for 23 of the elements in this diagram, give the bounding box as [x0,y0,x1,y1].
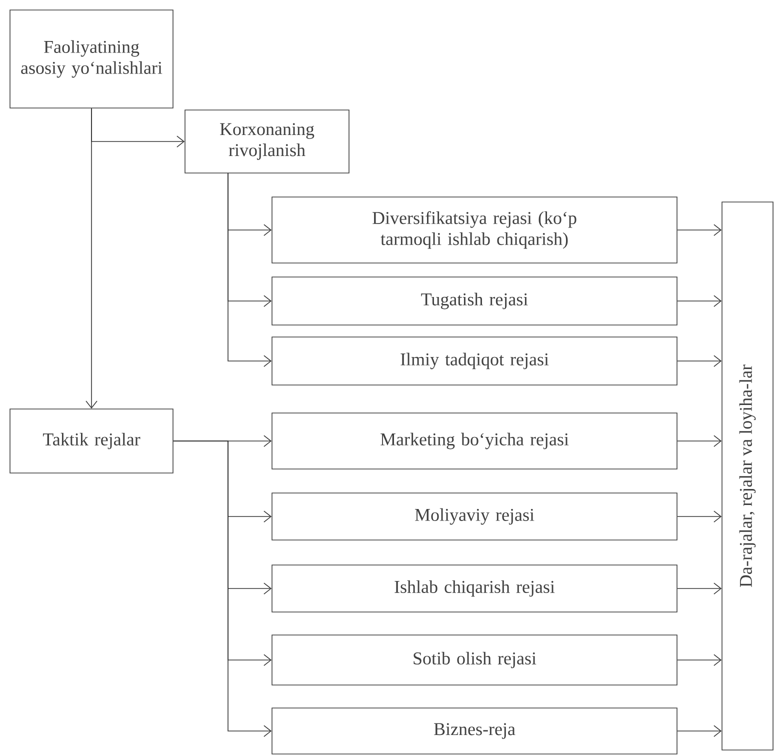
vertical-box: Da-rajalar, rejalar va loyiha-lar [722,202,774,750]
arrow [677,510,722,522]
arrow [86,108,98,409]
arrow [677,654,722,666]
arrow [677,582,722,594]
arrow [228,172,272,367]
process-box: Marketing bo‘yicha rejasi [272,412,678,470]
arrow [677,355,722,367]
process-box: Biznes-reja [272,708,678,754]
arrow [677,435,722,447]
process-box: Faoliyatining asosiy yo‘nalishlari [10,10,174,108]
arrow [677,224,722,236]
process-box: Korxonaning rivojlanish [184,110,350,174]
arrow [173,440,272,737]
process-box: Ishlab chiqarish rejasi [272,564,678,612]
process-box: Tugatish rejasi [272,276,678,326]
process-box: Sotib olish rejasi [272,634,678,686]
process-box: Moliyaviy rejasi [272,492,678,540]
arrow [677,725,722,737]
process-box: Ilmiy tadqiqot rejasi [272,336,678,386]
process-box: Diversifikatsiya rejasi (ko‘p tarmoqli ishlab chiqarish) [272,196,678,264]
arrow [677,295,722,307]
process-box: Taktik rejalar [10,408,174,474]
